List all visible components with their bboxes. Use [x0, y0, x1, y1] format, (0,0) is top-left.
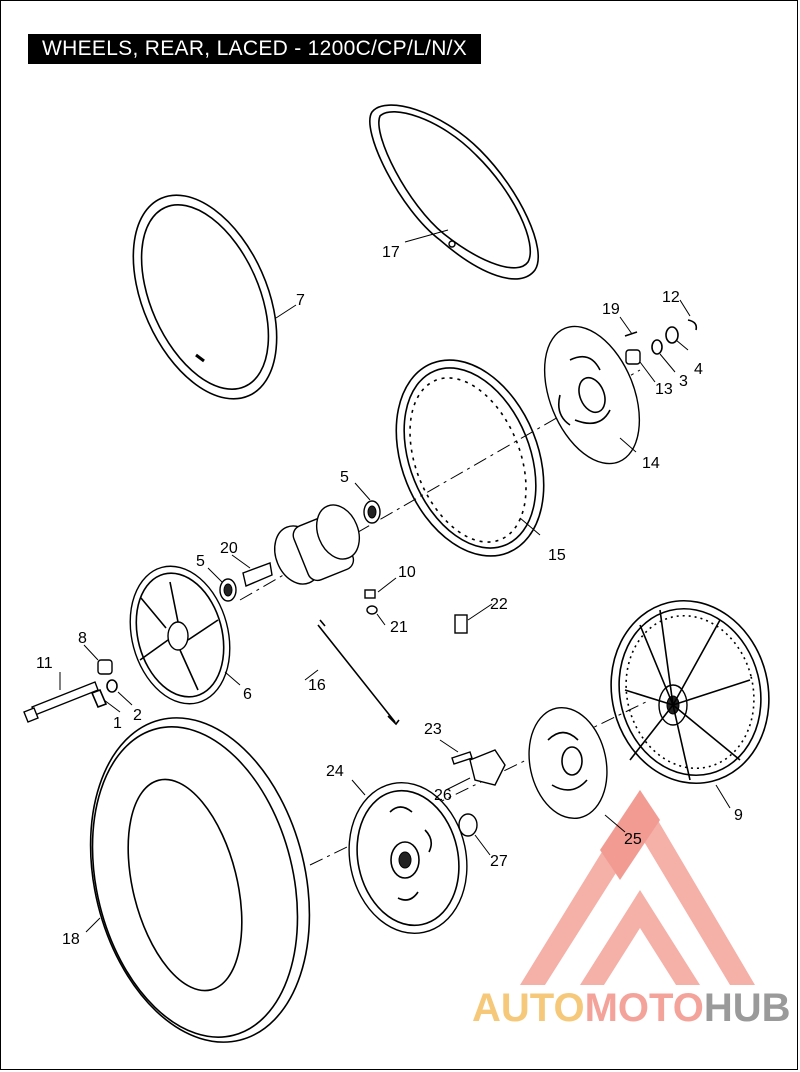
callout-12: 12 [662, 289, 680, 306]
wheel-rim [395, 359, 545, 557]
bushing [458, 813, 478, 837]
watermark-text: AUTOMOTOHUB [472, 986, 791, 1031]
watermark-moto: MOTO [584, 986, 704, 1030]
callout-14: 14 [642, 455, 660, 472]
drive-pulley [348, 781, 468, 935]
balance-weight [454, 614, 468, 634]
callout-16: 16 [308, 677, 326, 694]
watermark-logo [520, 790, 755, 985]
axle-spacer [219, 562, 273, 602]
callout-10: 10 [398, 564, 416, 581]
callout-20: 20 [220, 540, 238, 557]
watermark-auto: AUTO [472, 986, 585, 1030]
callout-labels: 1 2 3 4 5 5 6 7 8 9 10 11 12 13 14 15 16… [36, 244, 743, 948]
valve-parts [364, 589, 378, 615]
callout-26: 26 [434, 787, 452, 804]
axle-assembly [23, 659, 118, 723]
callout-7: 7 [296, 292, 305, 309]
wheel-hub [274, 500, 381, 585]
rotor-hardware [624, 319, 698, 365]
page-title: WHEELS, REAR, LACED - 1200C/CP/L/N/X [28, 34, 482, 64]
rear-tire [89, 717, 311, 1043]
callout-2: 2 [133, 707, 142, 724]
callout-5-upper: 5 [340, 469, 349, 486]
callout-25: 25 [624, 831, 642, 848]
callout-23: 23 [424, 721, 442, 738]
callout-24: 24 [326, 763, 344, 780]
drive-belt [369, 104, 539, 280]
pulley-cover [528, 706, 608, 820]
callout-4: 4 [694, 361, 703, 378]
callout-27: 27 [490, 853, 508, 870]
callout-21: 21 [390, 619, 408, 636]
inner-tube [132, 194, 278, 400]
callout-8: 8 [78, 630, 87, 647]
callout-3: 3 [679, 373, 688, 390]
callout-11: 11 [36, 655, 53, 672]
callout-22: 22 [490, 596, 508, 613]
bracket-parts [451, 749, 506, 786]
brake-rotor [543, 325, 641, 465]
callout-1: 1 [113, 715, 122, 732]
callout-13: 13 [655, 381, 673, 398]
laced-wheel [610, 599, 770, 785]
callout-18: 18 [62, 931, 80, 948]
watermark-hub: HUB [703, 986, 791, 1030]
leader-lines [59, 229, 731, 933]
callout-6: 6 [243, 686, 252, 703]
callout-15: 15 [548, 547, 566, 564]
callout-17: 17 [382, 244, 400, 261]
rear-sprocket [129, 565, 231, 705]
callout-9: 9 [734, 807, 743, 824]
callout-19: 19 [602, 301, 620, 318]
spoke-part [317, 619, 400, 726]
callout-5-lower: 5 [196, 553, 205, 570]
